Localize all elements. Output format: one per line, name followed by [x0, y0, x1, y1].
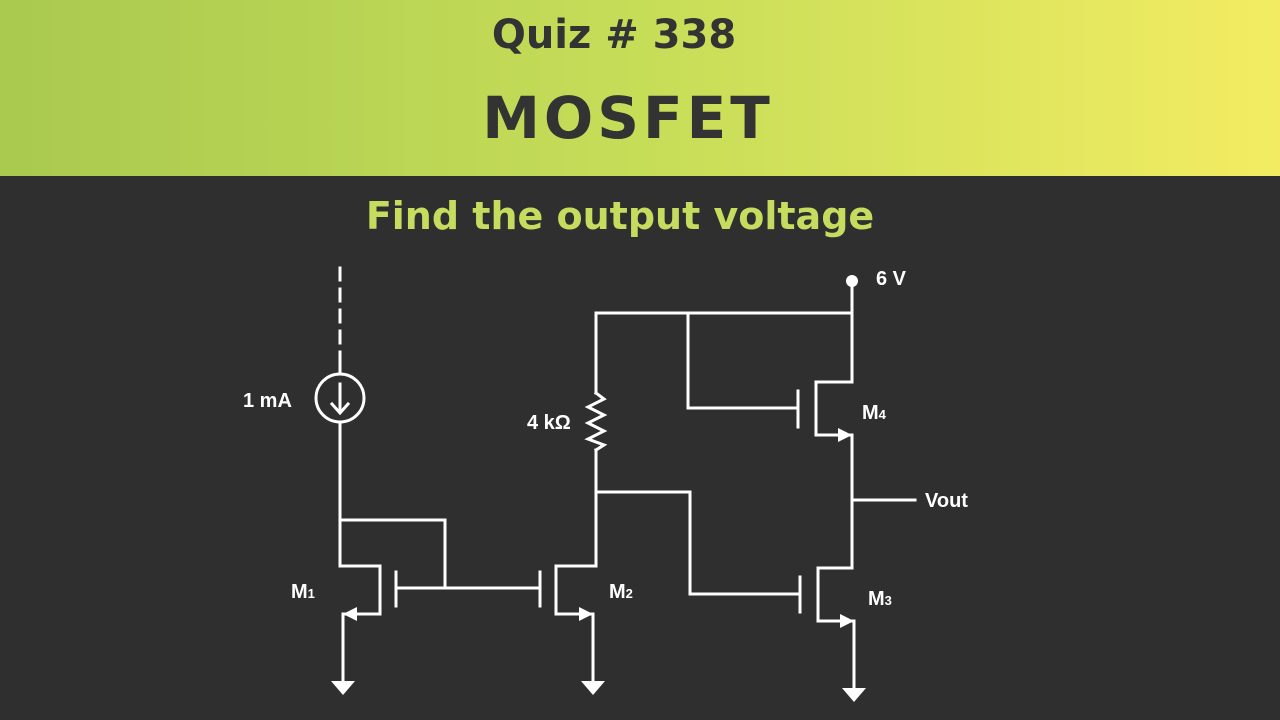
quiz-number: Quiz # 338	[491, 12, 737, 58]
wire	[338, 518, 447, 590]
wire	[594, 311, 854, 395]
ground-arrow	[331, 681, 355, 695]
m4-source-arrow	[838, 428, 852, 442]
m2-label: M2	[609, 581, 633, 603]
m3-label: M3	[868, 588, 892, 610]
ground-arrow	[842, 688, 866, 702]
supply-label: 6 V	[876, 268, 907, 290]
supply-node	[846, 275, 858, 287]
output-label: Vout	[925, 490, 968, 512]
wire	[594, 490, 802, 596]
resistor-label: 4 kΩ	[527, 412, 571, 434]
m2-drain	[554, 448, 598, 568]
ground-arrow	[581, 681, 605, 695]
m2-source	[554, 612, 595, 685]
topic-title: MOSFET	[482, 84, 774, 152]
current-source-label: 1 mA	[243, 390, 292, 412]
m4-source	[814, 433, 854, 570]
m1-source	[341, 612, 382, 685]
m3-source	[816, 619, 856, 692]
question-prompt: Find the output voltage	[365, 194, 875, 238]
chalkboard-background	[0, 176, 1280, 720]
m1-source-arrow	[343, 607, 357, 621]
current-arrow-head	[329, 401, 351, 416]
header-banner	[0, 0, 1280, 176]
m1-label: M1	[291, 581, 315, 603]
m4-label: M4	[862, 402, 887, 424]
wire	[686, 311, 800, 410]
m2-source-arrow	[579, 607, 593, 621]
m3-source-arrow	[840, 614, 854, 628]
resistor-symbol	[584, 390, 608, 453]
